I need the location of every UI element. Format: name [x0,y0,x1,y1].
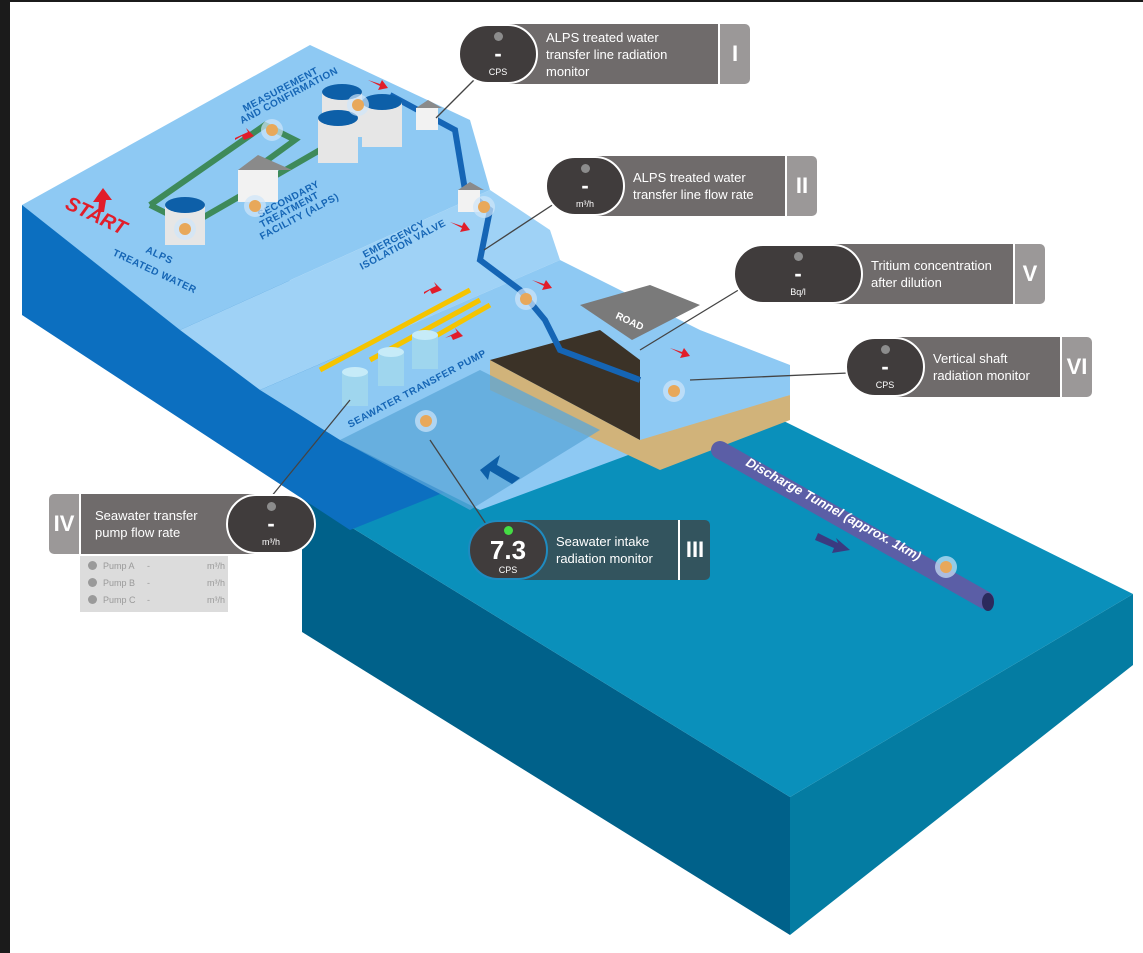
road [580,285,700,340]
seawater-pumps [342,330,438,406]
monitor-value: - [794,260,802,286]
facility-diagram: ROAD Discharge Tunnel (approx. 1km) [22,45,1133,935]
pump-status-dot [88,595,97,604]
monitor-value: - [267,510,275,536]
monitor-unit: m³/h [576,198,594,209]
monitor-value: 7.3 [489,534,527,565]
monitor-number: VI [1060,337,1092,397]
pump-row: Pump B - m³/h [80,575,228,590]
monitor-I[interactable]: - CPS ALPS treated water transfer line r… [458,24,750,84]
monitor-value: - [581,172,589,198]
monitor-unit: Bq/l [790,286,806,297]
monitor-VI[interactable]: - CPS Vertical shaft radiation monitor V… [845,337,1092,397]
diagram-frame: ROAD Discharge Tunnel (approx. 1km) [10,2,1143,953]
start-arrow [93,188,112,212]
monitor-number: II [785,156,817,216]
status-dot [503,525,513,535]
monitor-VI-bubble: - CPS [845,337,925,397]
monitor-IV-bubble: - m³/h [226,494,316,554]
pump-unit: m³/h [207,577,225,588]
measurement-tanks [318,84,402,163]
monitor-II-bubble: - m³/h [545,156,625,216]
leader-lines [261,75,849,531]
monitor-number: III [678,520,710,580]
monitor-unit: CPS [488,66,508,77]
intake-arrow [480,455,520,484]
status-dot [880,344,890,354]
pump-status-dot [88,578,97,587]
pump-value: - [147,594,150,605]
monitor-number: I [718,24,750,84]
monitor-IV[interactable]: IV Seawater transfer pump flow rate - m³… [49,494,316,554]
monitor-unit: CPS [498,564,518,575]
seawater-pipe-yellow [318,287,472,373]
pump-value: - [147,577,150,588]
pump-name: Pump B [103,577,136,588]
monitor-II[interactable]: - m³/h ALPS treated water transfer line … [545,156,817,216]
monitor-V[interactable]: - Bq/l Tritium concentration after dilut… [733,244,1045,304]
land-top-middle [180,190,560,390]
monitor-number: V [1013,244,1045,304]
status-dot [793,251,803,261]
pump-name: Pump A [103,560,135,571]
shaft-block [490,360,790,470]
transfer-pipe-blue [388,92,642,383]
sea-right-face [790,594,1133,935]
tunnel-flow-arrow [815,533,850,553]
status-dot [493,31,503,41]
monitor-V-bubble: - Bq/l [733,244,863,304]
pump-value: - [147,560,150,571]
monitor-III[interactable]: 7.3 CPS Seawater intake radiation monito… [468,520,710,580]
intake-basin [340,370,600,510]
pump-row: Pump C - m³/h [80,592,228,607]
pump-unit: m³/h [207,560,225,571]
pump-name: Pump C [103,594,136,605]
tunnel-end [982,593,994,611]
sea-left-face [302,497,790,935]
status-dot [266,501,276,511]
pump-status-dot [88,561,97,570]
monitor-unit: CPS [875,379,895,390]
status-dot [580,163,590,173]
monitor-unit: m³/h [262,536,280,547]
monitor-number: IV [49,494,81,554]
sensor-markers [174,94,957,578]
monitor-I-bubble: - CPS [458,24,538,84]
pump-list: Pump A - m³/h Pump B - m³/h Pump C - m³/… [80,556,228,612]
monitor-value: - [881,353,889,379]
shaft-dark-face [490,330,640,440]
pump-row: Pump A - m³/h [80,558,228,573]
pump-unit: m³/h [207,594,225,605]
flow-arrows [235,80,690,358]
monitor-III-bubble: 7.3 CPS [468,520,548,580]
monitor-title: ALPS treated water transfer line radiati… [498,24,718,84]
monitor-value: - [494,40,502,66]
